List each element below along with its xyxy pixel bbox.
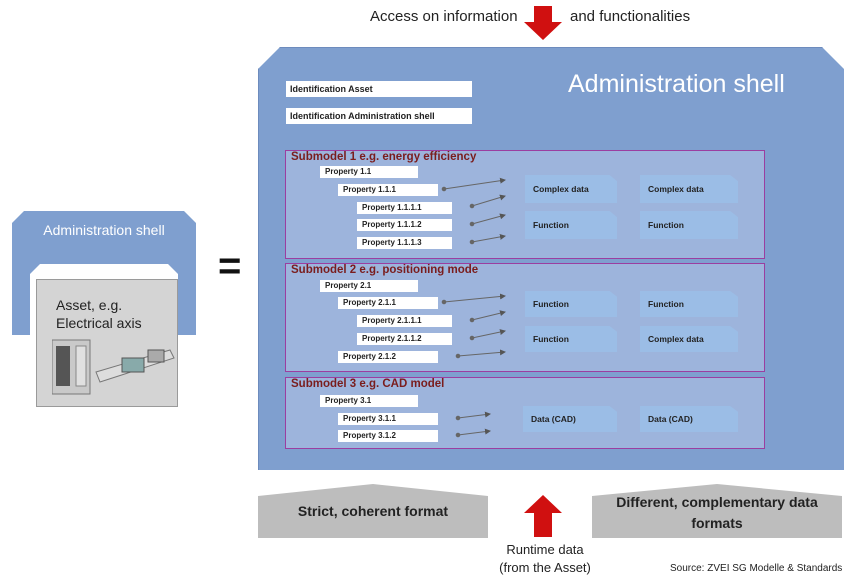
strict-format-block	[258, 484, 488, 538]
different-formats-label: Different, complementary data formats	[616, 494, 818, 531]
identification-admin-shell: Identification Administration shell	[286, 108, 472, 124]
property-1-1-1: Property 1.1.1	[338, 184, 438, 196]
property-1-1-1-2: Property 1.1.1.2	[357, 219, 452, 231]
chip-complex-data: Complex data	[525, 175, 617, 203]
source-caption: Source: ZVEI SG Modelle & Standards	[670, 563, 843, 574]
property-2-1-1-2: Property 2.1.1.2	[357, 333, 452, 345]
chip-complex-data: Complex data	[640, 326, 738, 352]
up-arrow-icon	[524, 495, 562, 537]
administration-shell-title: Administration shell	[568, 70, 785, 98]
access-caption-left: Access on information	[370, 8, 518, 25]
property-1-1: Property 1.1	[320, 166, 418, 178]
chip-function: Function	[525, 291, 617, 317]
different-formats-block	[592, 484, 842, 538]
property-2-1-1-1: Property 2.1.1.1	[357, 315, 452, 327]
chip-data-cad: Data (CAD)	[523, 406, 617, 432]
chip-function: Function	[525, 326, 617, 352]
property-1-1-1-3: Property 1.1.1.3	[357, 237, 452, 249]
property-3-1-2: Property 3.1.2	[338, 430, 438, 442]
property-2-1: Property 2.1	[320, 280, 418, 292]
chip-function: Function	[525, 211, 617, 239]
property-1-1-1-1: Property 1.1.1.1	[357, 202, 452, 214]
submodel-2-title: Submodel 2 e.g. positioning mode	[291, 264, 479, 276]
property-2-1-1: Property 2.1.1	[338, 297, 438, 309]
property-2-1-2: Property 2.1.2	[338, 351, 438, 363]
equals-sign: =	[218, 244, 242, 288]
property-3-1-1: Property 3.1.1	[338, 413, 438, 425]
runtime-data-label: Runtime data (from the Asset)	[499, 542, 591, 575]
chip-complex-data: Complex data	[640, 175, 738, 203]
access-caption-right: and functionalities	[570, 8, 691, 25]
chip-function: Function	[640, 211, 738, 239]
strict-format-label: Strict, coherent format	[297, 503, 449, 519]
submodel-3-title: Submodel 3 e.g. CAD model	[291, 378, 445, 390]
left-shell-title: Administration shell	[43, 222, 165, 238]
down-arrow-icon	[524, 6, 562, 40]
submodel-1-title: Submodel 1 e.g. energy efficiency	[291, 151, 477, 163]
identification-asset: Identification Asset	[286, 81, 472, 97]
chip-function: Function	[640, 291, 738, 317]
chip-data-cad: Data (CAD)	[640, 406, 738, 432]
electrical-axis-image	[52, 339, 175, 395]
property-3-1: Property 3.1	[320, 395, 418, 407]
asset-label: Asset, e.g. Electrical axis	[56, 297, 142, 331]
